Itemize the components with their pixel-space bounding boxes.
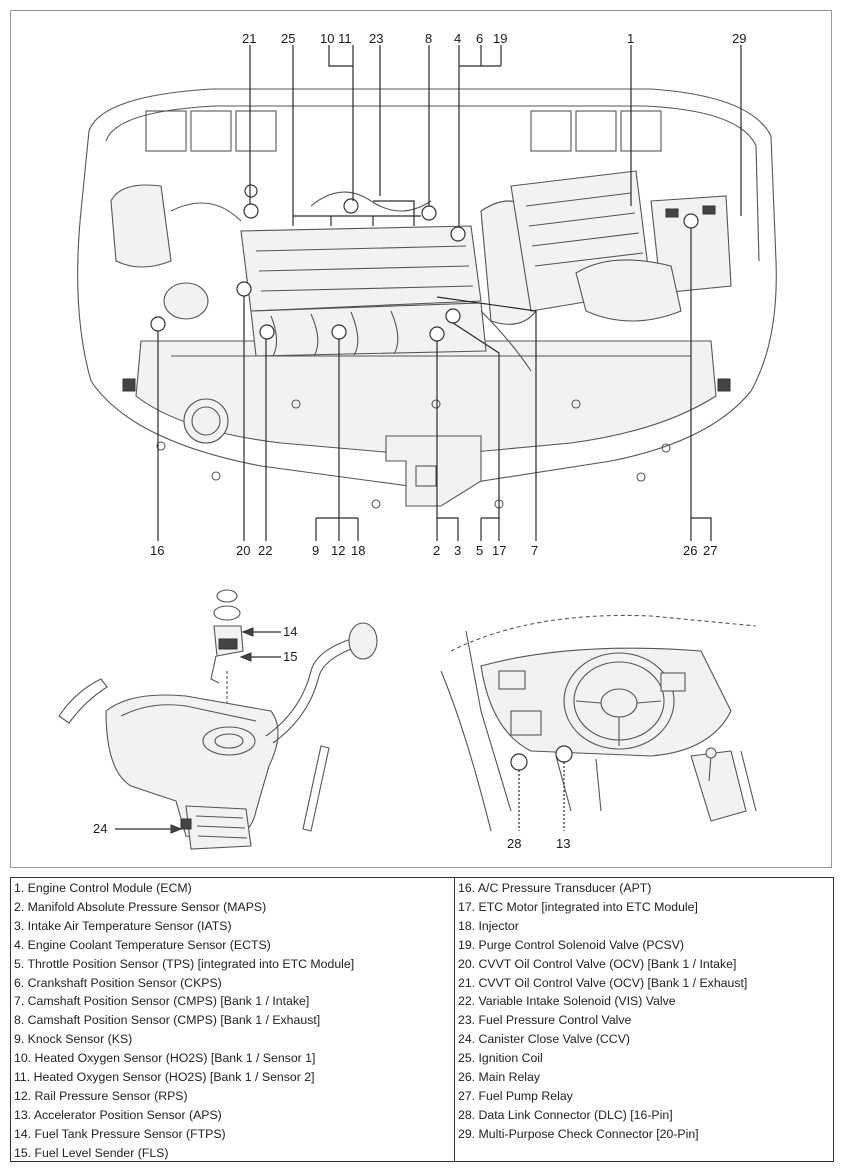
legend-item: 24. Canister Close Valve (CCV) bbox=[458, 1032, 630, 1047]
callout-21: 21 bbox=[242, 31, 256, 46]
legend-item: 10. Heated Oxygen Sensor (HO2S) [Bank 1 … bbox=[14, 1051, 316, 1066]
legend-item: 17. ETC Motor [integrated into ETC Modul… bbox=[458, 899, 698, 914]
legend-item: 20. CVVT Oil Control Valve (OCV) [Bank 1… bbox=[458, 956, 737, 971]
legend-item: 6. Crankshaft Position Sensor (CKPS) bbox=[14, 975, 222, 990]
callout-29: 29 bbox=[732, 31, 746, 46]
callout-16: 16 bbox=[150, 543, 164, 558]
callout-9: 9 bbox=[312, 543, 319, 558]
callout-15: 15 bbox=[283, 649, 297, 664]
legend-item: 21. CVVT Oil Control Valve (OCV) [Bank 1… bbox=[458, 975, 748, 990]
legend-column-left: 1. Engine Control Module (ECM) 2. Manifo… bbox=[11, 878, 455, 1161]
callout-17: 17 bbox=[492, 543, 506, 558]
legend-item: 5. Throttle Position Sensor (TPS) [integ… bbox=[14, 956, 355, 971]
callout-7: 7 bbox=[531, 543, 538, 558]
callout-27: 27 bbox=[703, 543, 717, 558]
legend-item: 16. A/C Pressure Transducer (APT) bbox=[458, 881, 652, 895]
component-location-figure: 21 25 10 11 23 8 4 6 19 1 29 16 20 22 9 … bbox=[10, 10, 832, 868]
fuel-tank-illustration bbox=[58, 589, 378, 850]
legend-item: 11. Heated Oxygen Sensor (HO2S) [Bank 1 … bbox=[14, 1070, 315, 1085]
legend-item: 13. Accelerator Position Sensor (APS) bbox=[14, 1107, 222, 1122]
callout-24: 24 bbox=[93, 821, 107, 836]
callout-3: 3 bbox=[454, 543, 461, 558]
engine-bay-leader-lines bbox=[157, 45, 742, 541]
legend-item: 15. Fuel Level Sender (FLS) bbox=[14, 1145, 169, 1160]
legend-item: 25. Ignition Coil bbox=[458, 1051, 543, 1066]
legend-item: 8. Camshaft Position Sensor (CMPS) [Bank… bbox=[14, 1013, 321, 1028]
callout-14: 14 bbox=[283, 624, 297, 639]
legend-item: 18. Injector bbox=[458, 918, 519, 933]
legend-item: 27. Fuel Pump Relay bbox=[458, 1088, 573, 1103]
callout-12: 12 bbox=[331, 543, 345, 558]
interior-callouts: 28 13 bbox=[507, 836, 570, 851]
callout-1: 1 bbox=[627, 31, 634, 46]
interior-leader-lines bbox=[518, 762, 565, 831]
engine-bay-callouts: 21 25 10 11 23 8 4 6 19 1 29 16 20 22 9 … bbox=[150, 31, 746, 558]
component-legend-table: 1. Engine Control Module (ECM) 2. Manifo… bbox=[10, 877, 834, 1162]
callout-4: 4 bbox=[454, 31, 461, 46]
engine-bay-illustration bbox=[77, 88, 777, 509]
callout-8: 8 bbox=[425, 31, 432, 46]
legend-item: 22. Variable Intake Solenoid (VIS) Valve bbox=[458, 994, 676, 1009]
legend-item: 29. Multi-Purpose Check Connector [20-Pi… bbox=[458, 1126, 699, 1141]
legend-item: 7. Camshaft Position Sensor (CMPS) [Bank… bbox=[14, 994, 310, 1009]
figure-drawing: 21 25 10 11 23 8 4 6 19 1 29 16 20 22 9 … bbox=[58, 31, 777, 851]
legend-item: 2. Manifold Absolute Pressure Sensor (MA… bbox=[14, 899, 267, 914]
legend-item: 3. Intake Air Temperature Sensor (IATS) bbox=[14, 918, 232, 933]
legend-item: 19. Purge Control Solenoid Valve (PCSV) bbox=[458, 937, 685, 952]
callout-18: 18 bbox=[351, 543, 365, 558]
callout-25: 25 bbox=[281, 31, 295, 46]
legend-item: 14. Fuel Tank Pressure Sensor (FTPS) bbox=[14, 1126, 226, 1141]
callout-20: 20 bbox=[236, 543, 250, 558]
fuel-tank-callouts: 14 15 24 bbox=[93, 624, 297, 836]
legend-item: 1. Engine Control Module (ECM) bbox=[14, 881, 192, 895]
legend-item: 26. Main Relay bbox=[458, 1070, 541, 1085]
callout-19: 19 bbox=[493, 31, 507, 46]
callout-22: 22 bbox=[258, 543, 272, 558]
legend-item: 4. Engine Coolant Temperature Sensor (EC… bbox=[14, 937, 271, 952]
callout-2: 2 bbox=[433, 543, 440, 558]
legend-item: 12. Rail Pressure Sensor (RPS) bbox=[14, 1088, 188, 1103]
legend-item: 9. Knock Sensor (KS) bbox=[14, 1032, 133, 1047]
callout-13: 13 bbox=[556, 836, 570, 851]
legend-item: 23. Fuel Pressure Control Valve bbox=[458, 1013, 632, 1028]
callout-23: 23 bbox=[369, 31, 383, 46]
interior-illustration bbox=[440, 614, 757, 832]
callout-5: 5 bbox=[476, 543, 483, 558]
legend-item: 28. Data Link Connector (DLC) [16-Pin] bbox=[458, 1107, 673, 1122]
callout-10-11: 10 11 bbox=[320, 31, 352, 46]
callout-6: 6 bbox=[476, 31, 483, 46]
legend-column-right: 16. A/C Pressure Transducer (APT) 17. ET… bbox=[455, 878, 833, 1161]
callout-26: 26 bbox=[683, 543, 697, 558]
fuel-tank-leader-lines bbox=[115, 627, 281, 834]
callout-28: 28 bbox=[507, 836, 521, 851]
